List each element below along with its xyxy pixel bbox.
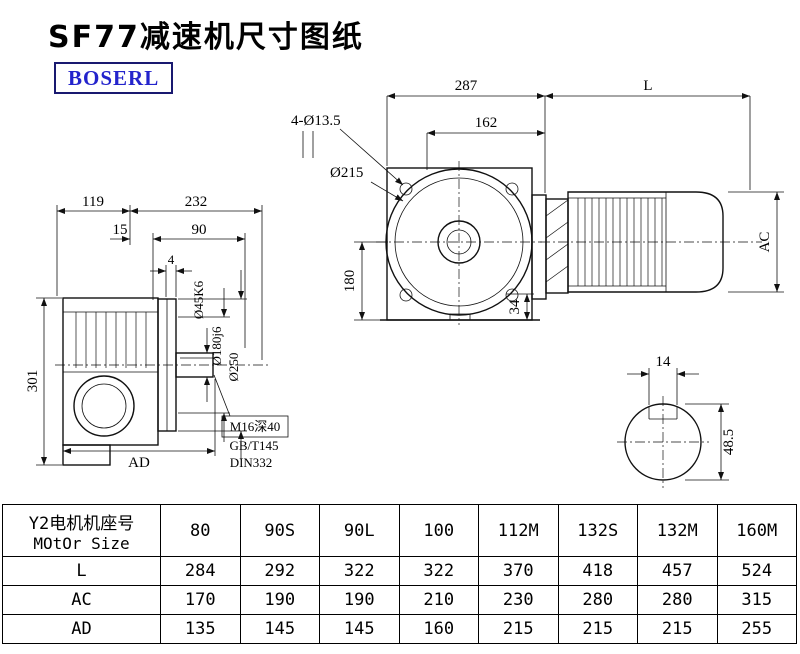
- dim-90: 90: [192, 222, 207, 238]
- cell-AC-6: 280: [637, 585, 718, 615]
- cell-L-0: 284: [160, 556, 241, 586]
- dim-L: L: [643, 78, 652, 94]
- dim-shaft-dia: Ø45K6: [191, 280, 206, 319]
- header-motor-size: Y2电机机座号 MOtOr Size: [2, 504, 161, 557]
- size-col-160m: 160M: [716, 504, 797, 557]
- cell-AC-0: 170: [160, 585, 241, 615]
- shaft-section: 14 48.5: [617, 354, 737, 488]
- cell-AD-7: 255: [716, 614, 797, 644]
- cell-L-2: 322: [319, 556, 400, 586]
- dimension-drawing: 287 L 162 4-Ø13.5 Ø215 180 34: [25, 78, 784, 488]
- cell-L-6: 457: [637, 556, 718, 586]
- dim-287: 287: [455, 78, 478, 94]
- cell-L-7: 524: [716, 556, 797, 586]
- dim-AC: AC: [757, 232, 773, 253]
- dim-4: 4: [168, 252, 175, 267]
- note-din-standard: DIN332: [230, 455, 273, 470]
- note-tap: M16深40: [230, 419, 281, 434]
- bolt-hole: [505, 288, 519, 302]
- cell-AD-1: 145: [239, 614, 320, 644]
- size-col-80: 80: [160, 504, 241, 557]
- size-col-90l: 90L: [319, 504, 400, 557]
- bolt-hole: [505, 182, 519, 196]
- cell-L-1: 292: [239, 556, 320, 586]
- boserl-logo: BOSERL: [54, 62, 174, 94]
- front-view: 287 L 162 4-Ø13.5 Ø215 180 34: [291, 78, 784, 325]
- cell-L-3: 322: [398, 556, 479, 586]
- dim-AD: AD: [128, 455, 150, 471]
- dim-shaft-height: 48.5: [721, 429, 737, 455]
- size-col-90s: 90S: [239, 504, 320, 557]
- table-row-AC: AC 170 190 190 210 230 280 280 315: [2, 585, 797, 615]
- cell-AC-7: 315: [716, 585, 797, 615]
- row-label-AC: AC: [2, 585, 161, 615]
- cell-AC-1: 190: [239, 585, 320, 615]
- cell-AC-2: 190: [319, 585, 400, 615]
- cell-AD-4: 215: [478, 614, 559, 644]
- cell-AD-5: 215: [557, 614, 638, 644]
- dim-spigot-dia: Ø180j6: [209, 326, 224, 366]
- header-motor-size-cn: Y2电机机座号: [28, 513, 135, 534]
- dim-key-width: 14: [656, 354, 672, 370]
- cell-AD-3: 160: [398, 614, 479, 644]
- dim-301: 301: [25, 370, 41, 393]
- dim-119: 119: [82, 194, 104, 210]
- cell-AD-6: 215: [637, 614, 718, 644]
- dim-15: 15: [113, 222, 128, 238]
- note-gb-standard: GB/T145: [229, 438, 278, 453]
- size-col-112m: 112M: [478, 504, 559, 557]
- page-title: SF77减速机尺寸图纸: [48, 20, 364, 55]
- motor-size-table: Y2电机机座号 MOtOr Size 80 90S 90L 100 112M 1…: [2, 504, 797, 644]
- side-view: 119 232 15 90 4 301 AD: [25, 194, 289, 471]
- cell-AC-5: 280: [557, 585, 638, 615]
- dim-34: 34: [507, 299, 523, 315]
- table-row-L: L 284 292 322 322 370 418 457 524: [2, 556, 797, 586]
- dim-flange-od: Ø215: [330, 165, 363, 181]
- cell-AC-4: 230: [478, 585, 559, 615]
- cell-L-5: 418: [557, 556, 638, 586]
- cell-AD-0: 135: [160, 614, 241, 644]
- bolt-hole: [399, 182, 413, 196]
- row-label-AD: AD: [2, 614, 161, 644]
- tap-note-box: [221, 415, 289, 438]
- cell-AD-2: 145: [319, 614, 400, 644]
- header-motor-size-en: MOtOr Size: [33, 533, 130, 553]
- cell-L-4: 370: [478, 556, 559, 586]
- table-header-row: Y2电机机座号 MOtOr Size 80 90S 90L 100 112M 1…: [2, 504, 797, 557]
- dim-162: 162: [475, 115, 498, 131]
- dim-flange-dia: Ø250: [226, 353, 241, 382]
- dim-bolt-holes: 4-Ø13.5: [291, 113, 341, 129]
- cell-AC-3: 210: [398, 585, 479, 615]
- dim-232: 232: [185, 194, 208, 210]
- dim-180: 180: [342, 270, 358, 293]
- size-col-132m: 132M: [637, 504, 718, 557]
- size-col-100: 100: [398, 504, 479, 557]
- row-label-L: L: [2, 556, 161, 586]
- table-row-AD: AD 135 145 145 160 215 215 215 255: [2, 614, 797, 644]
- bolt-hole: [399, 288, 413, 302]
- size-col-132s: 132S: [557, 504, 638, 557]
